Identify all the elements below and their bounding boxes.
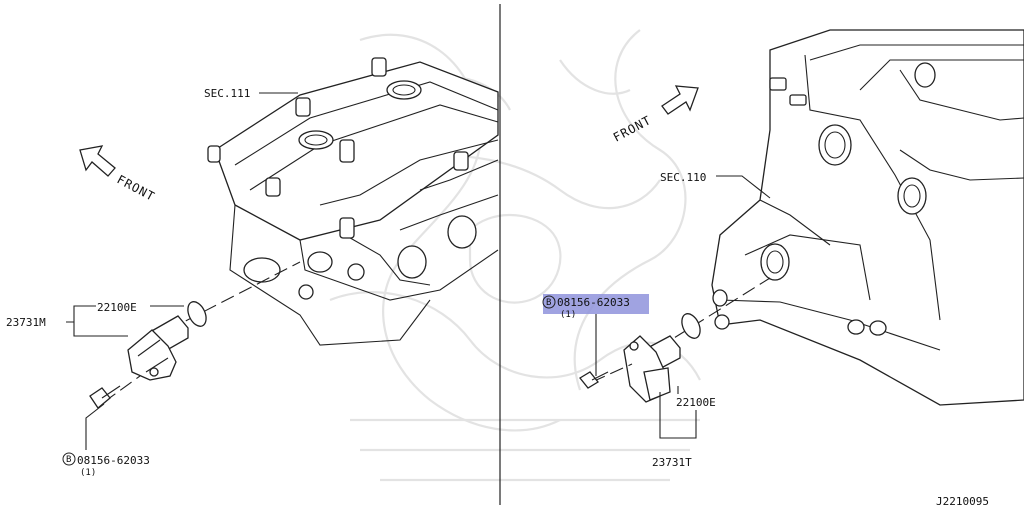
left-bolt-symbol: B	[62, 452, 76, 466]
left-sec-label: SEC.111	[204, 87, 250, 100]
right-bolt-highlight	[543, 294, 649, 314]
left-cylinder-head-drawing	[207, 57, 499, 346]
left-bolt	[89, 375, 141, 409]
right-cylinder-block-drawing	[711, 29, 1024, 406]
left-front-arrow	[79, 145, 116, 177]
left-bolt-part-label: 08156-62033	[77, 454, 150, 467]
right-bolt-symbol-text: B	[546, 298, 551, 308]
right-bolt-symbol: B	[542, 295, 556, 309]
right-o-ring	[681, 313, 701, 339]
right-camshaft-position-sensor	[623, 335, 681, 403]
left-bolt-symbol-text: B	[66, 455, 71, 465]
diagram-code: J2210095	[936, 495, 989, 508]
right-bolt	[579, 363, 633, 389]
left-o-ring	[187, 301, 207, 327]
right-bolt-qty-label: (1)	[560, 310, 576, 320]
right-install-line	[657, 277, 771, 349]
left-o-ring-label: 22100E	[97, 301, 137, 314]
right-o-ring-label: 22100E	[676, 396, 716, 409]
right-sec-label: SEC.110	[660, 171, 706, 184]
right-bolt-part-label: 08156-62033	[557, 296, 630, 309]
right-front-arrow	[661, 85, 699, 115]
left-camshaft-position-sensor	[127, 315, 189, 381]
left-bolt-qty-label: (1)	[80, 468, 96, 478]
left-sensor-assembly-label: 23731M	[6, 316, 46, 329]
left-front-label: FRONT	[115, 172, 158, 204]
right-sensor-assembly-label: 23731T	[652, 456, 692, 469]
